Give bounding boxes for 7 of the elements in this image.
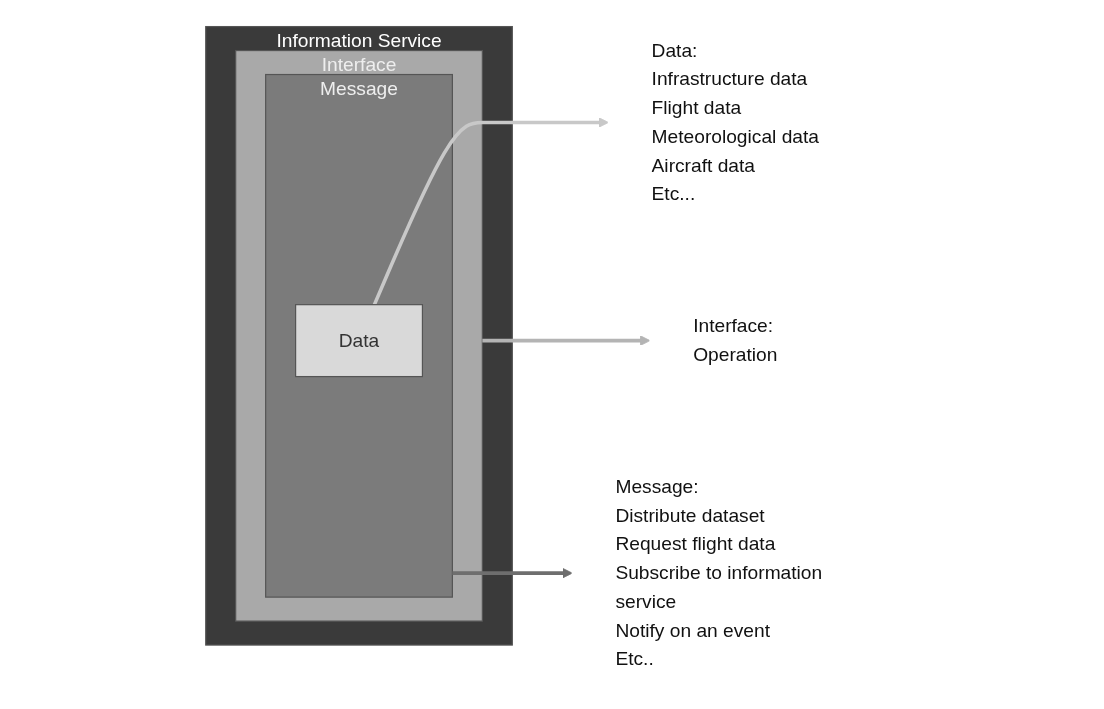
arrow [452,567,573,578]
node-box: Data [295,303,424,377]
arrow [372,116,609,305]
node-text: Data: Infrastructure data Flight data Meteorological data Aircraft data Etc... [651,39,819,204]
arrow [482,334,651,346]
node-text: Message: Distribute dataset Request flight data Subscribe to information service Notify on an event Etc.. [615,475,823,669]
node-text: Interface: Operation [693,314,778,365]
